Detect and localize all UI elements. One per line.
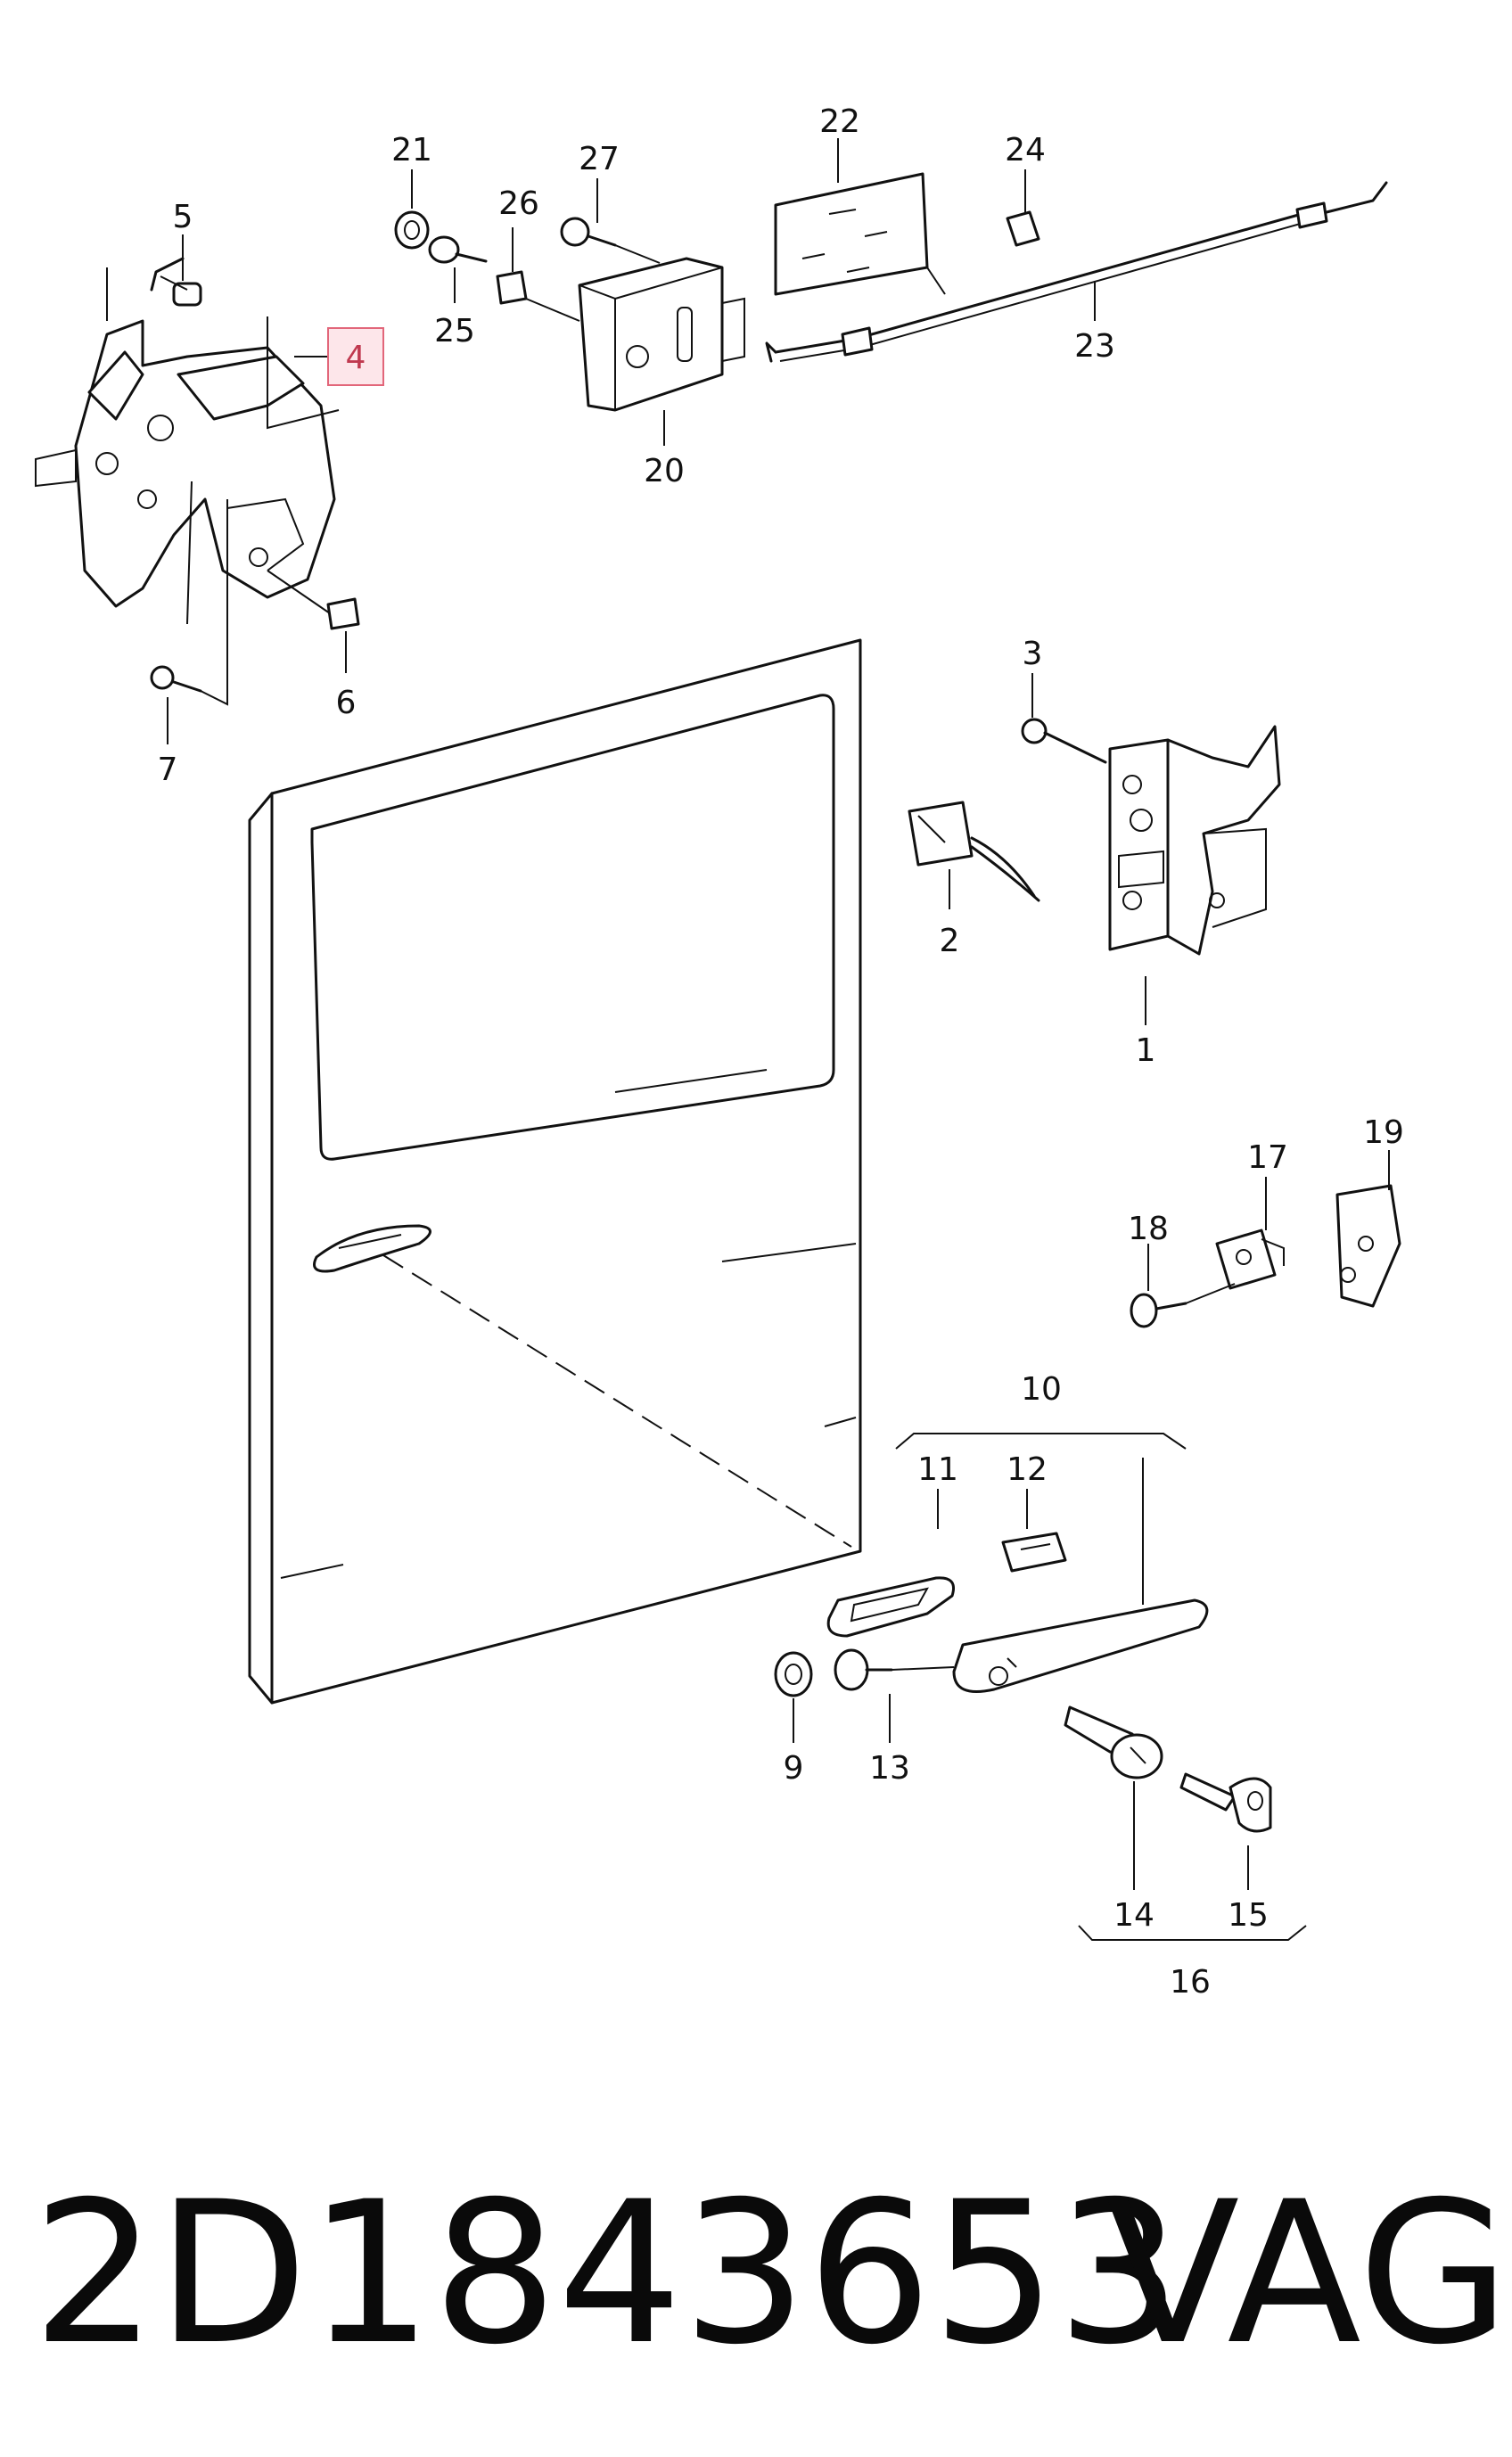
callout-3: 3: [1023, 636, 1043, 672]
callout-10: 10: [1021, 1371, 1062, 1408]
bracket-10: [895, 1433, 1187, 1450]
seal-12: [1001, 1532, 1067, 1573]
clip-6: [267, 570, 360, 630]
callout-19: 19: [1363, 1114, 1404, 1151]
clip-24: [1006, 210, 1040, 247]
callout-27: 27: [579, 141, 620, 177]
screw-3: [1021, 718, 1107, 764]
latch-1: [1108, 725, 1281, 956]
screw-5: [150, 257, 202, 307]
callout-17: 17: [1247, 1139, 1288, 1176]
screw-27: [560, 217, 617, 247]
nut-9: [774, 1651, 813, 1697]
part-number: 2D1843653: [32, 2159, 1182, 2387]
callout-labels: 1 2 3 5 6 7 9 10 11 12 13 14 15 16 17 18…: [158, 103, 1404, 2001]
cable-23: [765, 181, 1388, 363]
callout-21: 21: [391, 132, 432, 168]
callout-1: 1: [1136, 1032, 1156, 1069]
callout-9: 9: [784, 1750, 804, 1787]
callout-6: 6: [336, 685, 357, 721]
nut-21: [394, 210, 430, 250]
screw-25: [428, 235, 488, 264]
sliding-door-panel: [248, 638, 862, 1705]
outer-handle: [952, 1598, 1209, 1693]
callout-2: 2: [940, 923, 960, 959]
lock-mechanism-4: [35, 267, 340, 625]
callout-11: 11: [917, 1451, 958, 1488]
callout-5: 5: [173, 199, 193, 235]
callout-20: 20: [644, 453, 685, 489]
screw-7: [150, 665, 202, 693]
callout-13: 13: [869, 1750, 910, 1787]
trim-11: [826, 1576, 955, 1638]
clip-26: [496, 270, 528, 305]
screw-18: [1130, 1283, 1236, 1328]
callout-26: 26: [498, 185, 539, 222]
exploded-parts-diagram: 4: [35, 103, 1404, 2001]
screw-13: [834, 1648, 955, 1691]
highlight-box-4: [327, 327, 384, 386]
leader-7b: [200, 499, 228, 706]
callout-7: 7: [158, 752, 178, 788]
lock-cylinder-14: [1064, 1705, 1163, 1779]
callout-22: 22: [819, 103, 860, 140]
plate-22: [774, 172, 946, 296]
callout-4: 4: [346, 340, 366, 376]
handle-leader-line: [382, 1254, 852, 1548]
inner-handle-20: [525, 244, 745, 412]
brand-name: VAG: [1105, 2159, 1510, 2387]
callout-15: 15: [1228, 1897, 1269, 1934]
plate-19: [1335, 1184, 1401, 1308]
callout-23: 23: [1074, 328, 1115, 365]
callout-25: 25: [434, 313, 475, 349]
callout-18: 18: [1128, 1211, 1169, 1247]
callout-14: 14: [1113, 1897, 1155, 1934]
bracket-16: [1078, 1925, 1307, 1941]
callout-24: 24: [1005, 132, 1046, 168]
striker-17: [1215, 1228, 1285, 1290]
key-15: [1179, 1772, 1272, 1833]
callout-12: 12: [1007, 1451, 1048, 1488]
callout-16: 16: [1170, 1964, 1211, 2001]
connector-2: [908, 801, 1040, 902]
